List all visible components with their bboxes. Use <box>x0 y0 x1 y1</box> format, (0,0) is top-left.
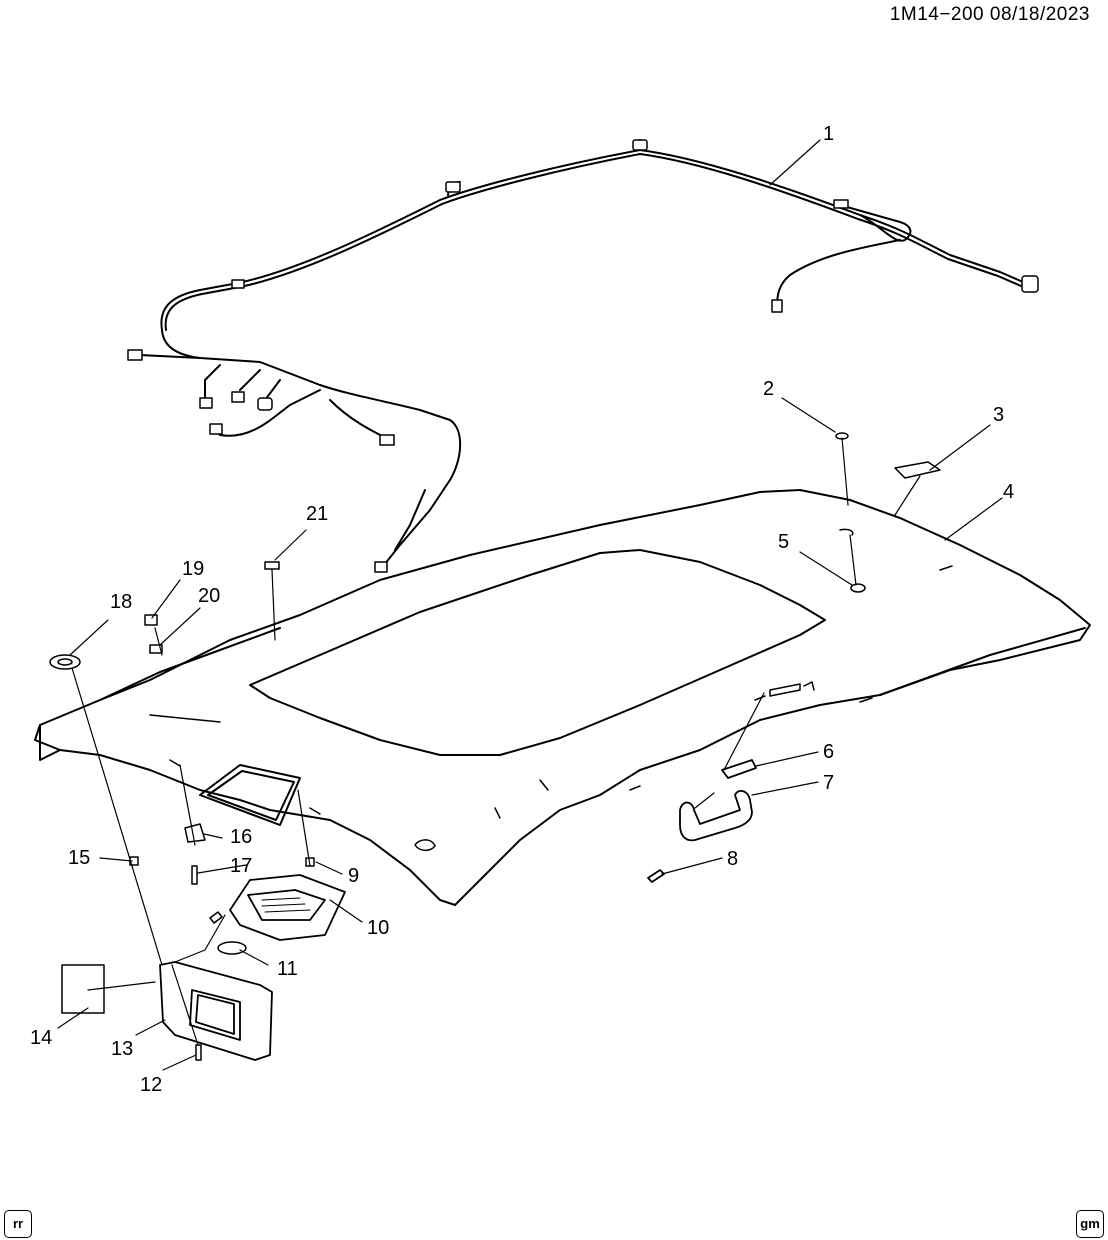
callout-14: 14 <box>30 1027 53 1049</box>
assist-handle-group <box>647 759 757 883</box>
callout-21: 21 <box>306 503 329 525</box>
callout-9: 9 <box>348 865 360 887</box>
small-fastener-icons <box>49 432 941 1061</box>
console-opening <box>199 764 301 826</box>
headliner-features <box>149 528 953 852</box>
harness-connector-icons <box>127 139 1039 573</box>
bolt-icon <box>647 869 665 883</box>
callout-1: 1 <box>823 123 835 145</box>
callout-19: 19 <box>182 558 205 580</box>
wiring-harness <box>139 139 1031 571</box>
sunshade <box>159 961 273 1061</box>
callout-11: 11 <box>277 958 298 980</box>
callout-20: 20 <box>198 585 221 607</box>
assist-handle-icon <box>679 789 753 842</box>
callout-7: 7 <box>823 772 835 794</box>
callout-5: 5 <box>778 531 790 553</box>
rr-badge: rr <box>4 1210 32 1238</box>
doc-code: 1M14−200 08/18/2023 <box>889 4 1090 25</box>
callout-6: 6 <box>823 741 835 763</box>
gm-logo-badge: gm <box>1076 1210 1104 1238</box>
callout-3: 3 <box>993 404 1005 426</box>
callout-8: 8 <box>727 848 739 870</box>
callout-18: 18 <box>110 591 133 613</box>
leader-lines <box>57 139 1003 1071</box>
callout-2: 2 <box>763 378 775 400</box>
overhead-console <box>229 874 346 941</box>
callout-10: 10 <box>367 917 390 939</box>
callout-12: 12 <box>140 1074 163 1096</box>
callout-17: 17 <box>230 855 253 877</box>
callout-13: 13 <box>111 1038 134 1060</box>
callout-16: 16 <box>230 826 253 848</box>
callout-15: 15 <box>68 847 91 869</box>
callout-4: 4 <box>1003 481 1015 503</box>
headliner-panel <box>34 489 1091 906</box>
handle-cover-icon <box>721 759 757 779</box>
